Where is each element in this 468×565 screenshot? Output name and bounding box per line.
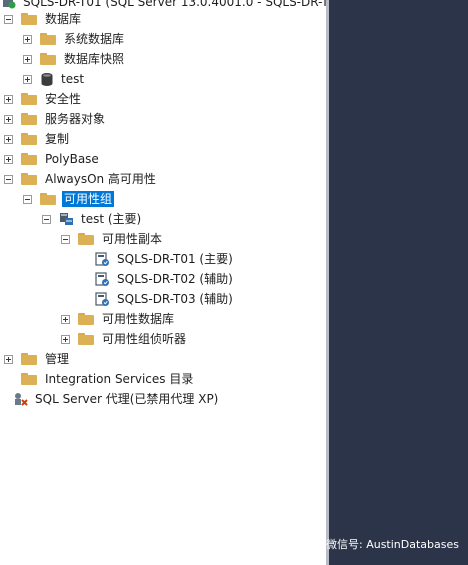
server-icon xyxy=(3,0,16,9)
expand-icon[interactable] xyxy=(61,334,70,344)
folder-icon xyxy=(21,173,37,185)
tree-label-security: 安全性 xyxy=(45,92,82,106)
replica-icon xyxy=(95,271,109,286)
tree-node-alwayson[interactable]: AlwaysOn 高可用性 xyxy=(4,169,158,189)
tree-label-ag-test: test (主要) xyxy=(81,212,142,226)
watermark-text: 微信号: AustinDatabases xyxy=(326,538,459,551)
tree-node-replica-t01[interactable]: SQLS-DR-T01 (主要) xyxy=(95,249,235,269)
folder-icon xyxy=(40,193,56,205)
tree-node-databases[interactable]: 数据库 xyxy=(4,9,83,29)
folder-icon xyxy=(21,13,37,25)
tree-label-ag-listeners: 可用性组侦听器 xyxy=(102,332,187,346)
tree-label-server-objects: 服务器对象 xyxy=(45,112,106,126)
panel-splitter[interactable] xyxy=(326,0,329,565)
availability-group-icon xyxy=(60,213,73,225)
tree-node-polybase[interactable]: PolyBase xyxy=(4,149,101,169)
tree-label-system-databases: 系统数据库 xyxy=(64,32,125,46)
wechat-icon xyxy=(305,538,321,550)
folder-icon xyxy=(21,93,37,105)
tree-node-security[interactable]: 安全性 xyxy=(4,89,83,109)
tree-node-availability-groups[interactable]: 可用性组 xyxy=(23,189,115,209)
expand-icon[interactable] xyxy=(23,34,32,44)
tree-label-database-snapshots: 数据库快照 xyxy=(64,52,125,66)
tree-node-availability-databases[interactable]: 可用性数据库 xyxy=(61,309,176,329)
tree-label-availability-replicas: 可用性副本 xyxy=(102,232,163,246)
tree-label-test-database: test xyxy=(61,72,85,86)
tree-node-sql-agent[interactable]: SQL Server 代理(已禁用代理 XP) xyxy=(4,389,220,409)
expand-icon[interactable] xyxy=(4,134,13,144)
tree-node-integration-services[interactable]: Integration Services 目录 xyxy=(4,369,195,389)
tree-label-replication: 复制 xyxy=(45,132,70,146)
collapse-icon[interactable] xyxy=(4,174,13,184)
collapse-icon[interactable] xyxy=(4,14,13,24)
tree-node-server[interactable]: SQLS-DR-T01 (SQL Server 13.0.4001.0 - SQ… xyxy=(2,0,326,12)
tree-node-test-database[interactable]: test xyxy=(23,69,86,89)
sql-agent-icon xyxy=(15,392,28,406)
folder-icon xyxy=(21,133,37,145)
tree-node-replica-t03[interactable]: SQLS-DR-T03 (辅助) xyxy=(95,289,235,309)
expand-icon[interactable] xyxy=(4,354,13,364)
tree-label-replica-t03: SQLS-DR-T03 (辅助) xyxy=(117,292,233,306)
tree-label-integration-services: Integration Services 目录 xyxy=(45,372,194,386)
expander-spacer xyxy=(4,375,13,384)
tree-node-availability-replicas[interactable]: 可用性副本 xyxy=(61,229,164,249)
replica-icon xyxy=(95,291,109,306)
folder-icon xyxy=(40,33,56,45)
tree-node-ag-test[interactable]: test (主要) xyxy=(42,209,143,229)
tree-label-server: SQLS-DR-T01 (SQL Server 13.0.4001.0 - SQ… xyxy=(23,0,326,9)
tree-label-sql-agent: SQL Server 代理(已禁用代理 XP) xyxy=(35,392,219,406)
tree-node-server-objects[interactable]: 服务器对象 xyxy=(4,109,107,129)
replica-icon xyxy=(95,251,109,266)
tree-node-database-snapshots[interactable]: 数据库快照 xyxy=(23,49,126,69)
tree-node-system-databases[interactable]: 系统数据库 xyxy=(23,29,126,49)
folder-icon xyxy=(21,113,37,125)
folder-icon xyxy=(21,153,37,165)
folder-icon xyxy=(78,313,94,325)
database-icon xyxy=(41,72,53,86)
tree-node-management[interactable]: 管理 xyxy=(4,349,71,369)
folder-icon xyxy=(78,333,94,345)
expand-icon[interactable] xyxy=(23,54,32,64)
tree-label-replica-t02: SQLS-DR-T02 (辅助) xyxy=(117,272,233,286)
expander-spacer xyxy=(4,395,13,404)
dark-side-panel xyxy=(329,0,468,565)
tree-label-databases: 数据库 xyxy=(45,12,82,26)
collapse-icon[interactable] xyxy=(61,234,70,244)
tree-label-polybase: PolyBase xyxy=(45,152,99,166)
folder-icon xyxy=(78,233,94,245)
tree-label-availability-groups: 可用性组 xyxy=(62,191,115,207)
tree-label-replica-t01: SQLS-DR-T01 (主要) xyxy=(117,252,233,266)
expand-icon[interactable] xyxy=(4,94,13,104)
tree-node-replication[interactable]: 复制 xyxy=(4,129,71,149)
tree-label-alwayson: AlwaysOn 高可用性 xyxy=(45,172,156,186)
expand-icon[interactable] xyxy=(4,114,13,124)
tree-node-ag-listeners[interactable]: 可用性组侦听器 xyxy=(61,329,188,349)
tree-label-availability-databases: 可用性数据库 xyxy=(102,312,175,326)
expand-icon[interactable] xyxy=(23,74,32,84)
expand-icon[interactable] xyxy=(61,314,70,324)
expand-icon[interactable] xyxy=(4,154,13,164)
collapse-icon[interactable] xyxy=(42,214,51,224)
folder-icon xyxy=(21,353,37,365)
tree-label-management: 管理 xyxy=(45,352,70,366)
tree-node-replica-t02[interactable]: SQLS-DR-T02 (辅助) xyxy=(95,269,235,289)
wechat-watermark: 微信号: AustinDatabases xyxy=(305,534,459,554)
folder-icon xyxy=(21,373,37,385)
folder-icon xyxy=(40,53,56,65)
collapse-icon[interactable] xyxy=(23,194,32,204)
object-explorer-tree: SQLS-DR-T01 (SQL Server 13.0.4001.0 - SQ… xyxy=(2,0,326,409)
